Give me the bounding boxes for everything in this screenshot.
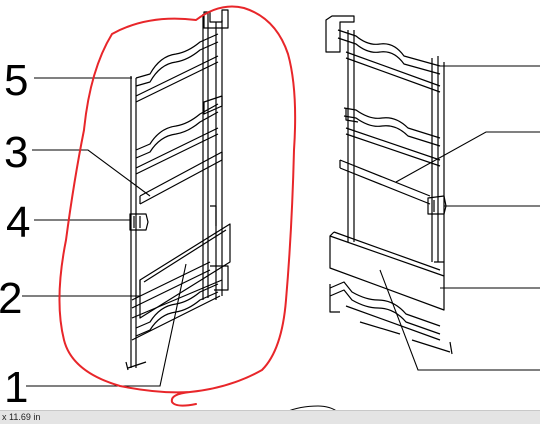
cropped-shape <box>285 405 339 413</box>
red-highlight-annotation <box>58 5 297 407</box>
leader-lines <box>22 65 540 387</box>
leader-3 <box>32 149 151 197</box>
leader-right-3 <box>395 131 540 183</box>
callout-4: 4 <box>6 198 30 247</box>
callout-3: 3 <box>4 128 28 177</box>
status-bar: x 11.69 in <box>0 410 540 424</box>
callout-2: 2 <box>0 274 22 323</box>
page-size-text: x 11.69 in <box>2 412 41 422</box>
left-door-rack <box>125 9 231 371</box>
leader-1 <box>26 263 187 387</box>
callout-1: 1 <box>4 363 28 412</box>
right-door-rack <box>325 15 453 355</box>
leader-right-1 <box>379 269 540 371</box>
callout-5: 5 <box>4 56 28 105</box>
